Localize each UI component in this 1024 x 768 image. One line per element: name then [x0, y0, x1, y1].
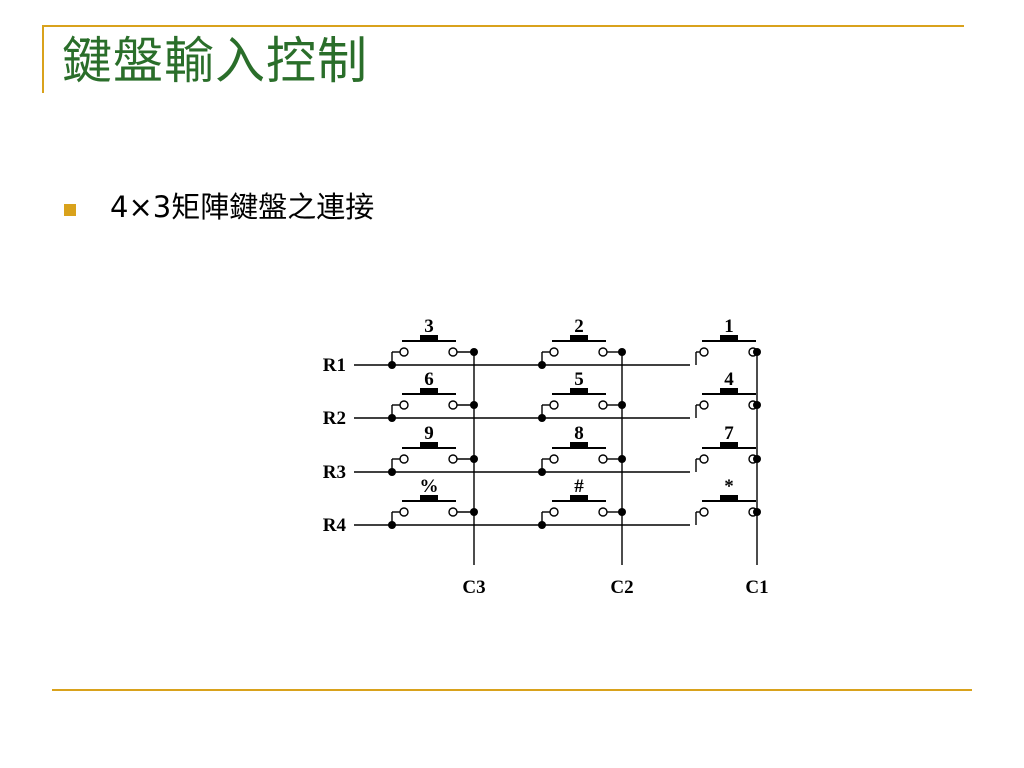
key-switch: 4: [695, 369, 761, 418]
left-accent-rule: [42, 25, 44, 93]
column-junction-dot: [470, 508, 478, 516]
column-junction-dot: [470, 348, 478, 356]
slide-title: 鍵盤輸入控制: [62, 32, 368, 90]
column-junction-dot: [470, 401, 478, 409]
key-switch: #: [538, 476, 626, 529]
key-label: 7: [724, 423, 734, 444]
switch-plunger: [570, 442, 588, 448]
row-label-2: R2: [323, 408, 346, 429]
key-switch: 7: [695, 423, 761, 472]
switch-contact: [549, 347, 559, 357]
top-accent-rule: [42, 25, 964, 27]
column-junction-dot: [618, 508, 626, 516]
switch-plunger: [570, 495, 588, 501]
row-junction-dot: [388, 414, 396, 422]
column-junction-dot: [753, 348, 761, 356]
column-junction-dot: [753, 401, 761, 409]
bottom-accent-rule: [52, 689, 972, 691]
row-label-4: R4: [323, 515, 347, 536]
row-junction-dot: [538, 361, 546, 369]
switch-contact: [699, 454, 709, 464]
switch-plunger: [420, 495, 438, 501]
key-label: *: [724, 476, 734, 497]
key-switch: 3: [388, 316, 478, 369]
switch-contact: [448, 507, 458, 517]
switch-contact: [549, 507, 559, 517]
key-label: 2: [574, 316, 584, 337]
key-switch: 9: [388, 423, 478, 476]
row-label-1: R1: [323, 355, 346, 376]
switch-plunger: [720, 388, 738, 394]
switch-contact: [549, 454, 559, 464]
switch-contact: [598, 454, 608, 464]
switch-plunger: [720, 495, 738, 501]
column-label-2: C2: [610, 577, 633, 598]
key-switch: 1: [695, 316, 761, 365]
switch-contact: [699, 400, 709, 410]
column-junction-dot: [618, 348, 626, 356]
key-label: 4: [724, 369, 734, 390]
switch-plunger: [720, 442, 738, 448]
switch-plunger: [570, 335, 588, 341]
row-junction-dot: [538, 468, 546, 476]
key-switch: 2: [538, 316, 626, 369]
switch-contact: [699, 347, 709, 357]
column-junction-dot: [753, 508, 761, 516]
key-switch: 8: [538, 423, 626, 476]
column-junction-dot: [618, 455, 626, 463]
switch-contact: [448, 454, 458, 464]
key-switch: %: [388, 476, 478, 529]
switch-contact: [399, 454, 409, 464]
row-junction-dot: [388, 521, 396, 529]
switch-contact: [399, 400, 409, 410]
key-switch: *: [695, 476, 761, 525]
key-label: %: [420, 476, 439, 497]
key-label: 8: [574, 423, 584, 444]
bullet-text: 4×3矩陣鍵盤之連接: [110, 190, 375, 224]
key-switch: 5: [538, 369, 626, 422]
switch-contact: [598, 400, 608, 410]
row-junction-dot: [538, 414, 546, 422]
switch-contact: [549, 400, 559, 410]
switch-contact: [399, 347, 409, 357]
switch-plunger: [420, 442, 438, 448]
row-junction-dot: [388, 361, 396, 369]
switch-contact: [699, 507, 709, 517]
key-label: 3: [424, 316, 434, 337]
key-switch: 6: [388, 369, 478, 422]
switch-plunger: [720, 335, 738, 341]
bullet-square-icon: [64, 204, 76, 216]
key-label: 1: [724, 316, 734, 337]
column-label-1: C3: [462, 577, 485, 598]
key-label: 5: [574, 369, 584, 390]
column-junction-dot: [753, 455, 761, 463]
switch-plunger: [420, 388, 438, 394]
switch-plunger: [420, 335, 438, 341]
switch-plunger: [570, 388, 588, 394]
switch-contact: [399, 507, 409, 517]
key-label: 6: [424, 369, 434, 390]
key-label: #: [574, 476, 584, 497]
column-junction-dot: [470, 455, 478, 463]
row-junction-dot: [388, 468, 396, 476]
key-label: 9: [424, 423, 434, 444]
row-label-3: R3: [323, 462, 346, 483]
switch-contact: [448, 400, 458, 410]
switch-contact: [598, 507, 608, 517]
column-junction-dot: [618, 401, 626, 409]
column-label-3: C1: [745, 577, 768, 598]
row-junction-dot: [538, 521, 546, 529]
switch-contact: [448, 347, 458, 357]
switch-contact: [598, 347, 608, 357]
